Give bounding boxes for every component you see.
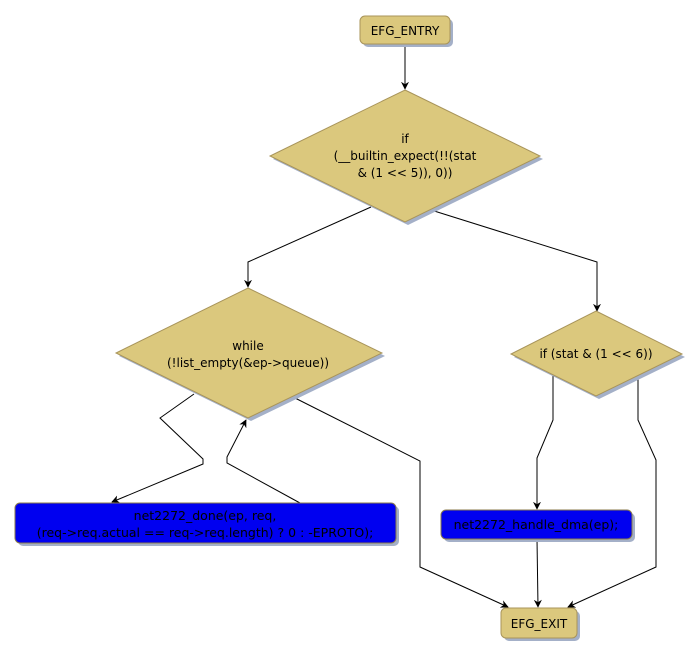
node-cond2-label: if (stat & (1 << 6)) — [539, 347, 652, 361]
node-loop[interactable]: while (!list_empty(&ep->queue)) — [114, 287, 385, 421]
edge-cond2-to-exit — [567, 376, 657, 608]
node-done[interactable]: net2272_done(ep, req, (req->req.actual =… — [14, 502, 399, 546]
edges — [111, 44, 657, 608]
edge-loop-to-exit — [292, 396, 509, 608]
node-entry[interactable]: EFG_ENTRY — [359, 15, 453, 47]
node-exit[interactable]: EFG_EXIT — [500, 607, 580, 641]
node-cond2[interactable]: if (stat & (1 << 6)) — [509, 310, 685, 399]
node-loop-line-2: (!list_empty(&ep->queue)) — [167, 356, 329, 370]
node-done-line-2: (req->req.actual == req->req.length) ? 0… — [37, 525, 374, 540]
edge-cond2-to-dma — [533, 376, 554, 510]
node-cond1-line-1: if — [401, 132, 409, 146]
node-cond1-line-2: (__builtin_expect(!!(stat — [334, 149, 477, 163]
node-done-line-1: net2272_done(ep, req, — [134, 508, 277, 523]
node-dma-label: net2272_handle_dma(ep); — [454, 517, 619, 532]
node-loop-line-1: while — [232, 339, 263, 353]
edge-dma-to-exit — [533, 538, 542, 608]
edge-done-to-loop — [226, 419, 301, 504]
edge-cond1-to-loop — [244, 206, 372, 288]
node-dma[interactable]: net2272_handle_dma(ep); — [440, 509, 635, 542]
node-entry-label: EFG_ENTRY — [371, 24, 440, 38]
node-exit-label: EFG_EXIT — [511, 617, 568, 631]
edge-loop-to-done — [111, 393, 204, 503]
node-cond1[interactable]: if (__builtin_expect(!!(stat & (1 << 5))… — [268, 89, 543, 225]
edge-cond1-to-cond2 — [430, 209, 601, 312]
node-cond1-line-3: & (1 << 5)), 0)) — [358, 166, 453, 180]
